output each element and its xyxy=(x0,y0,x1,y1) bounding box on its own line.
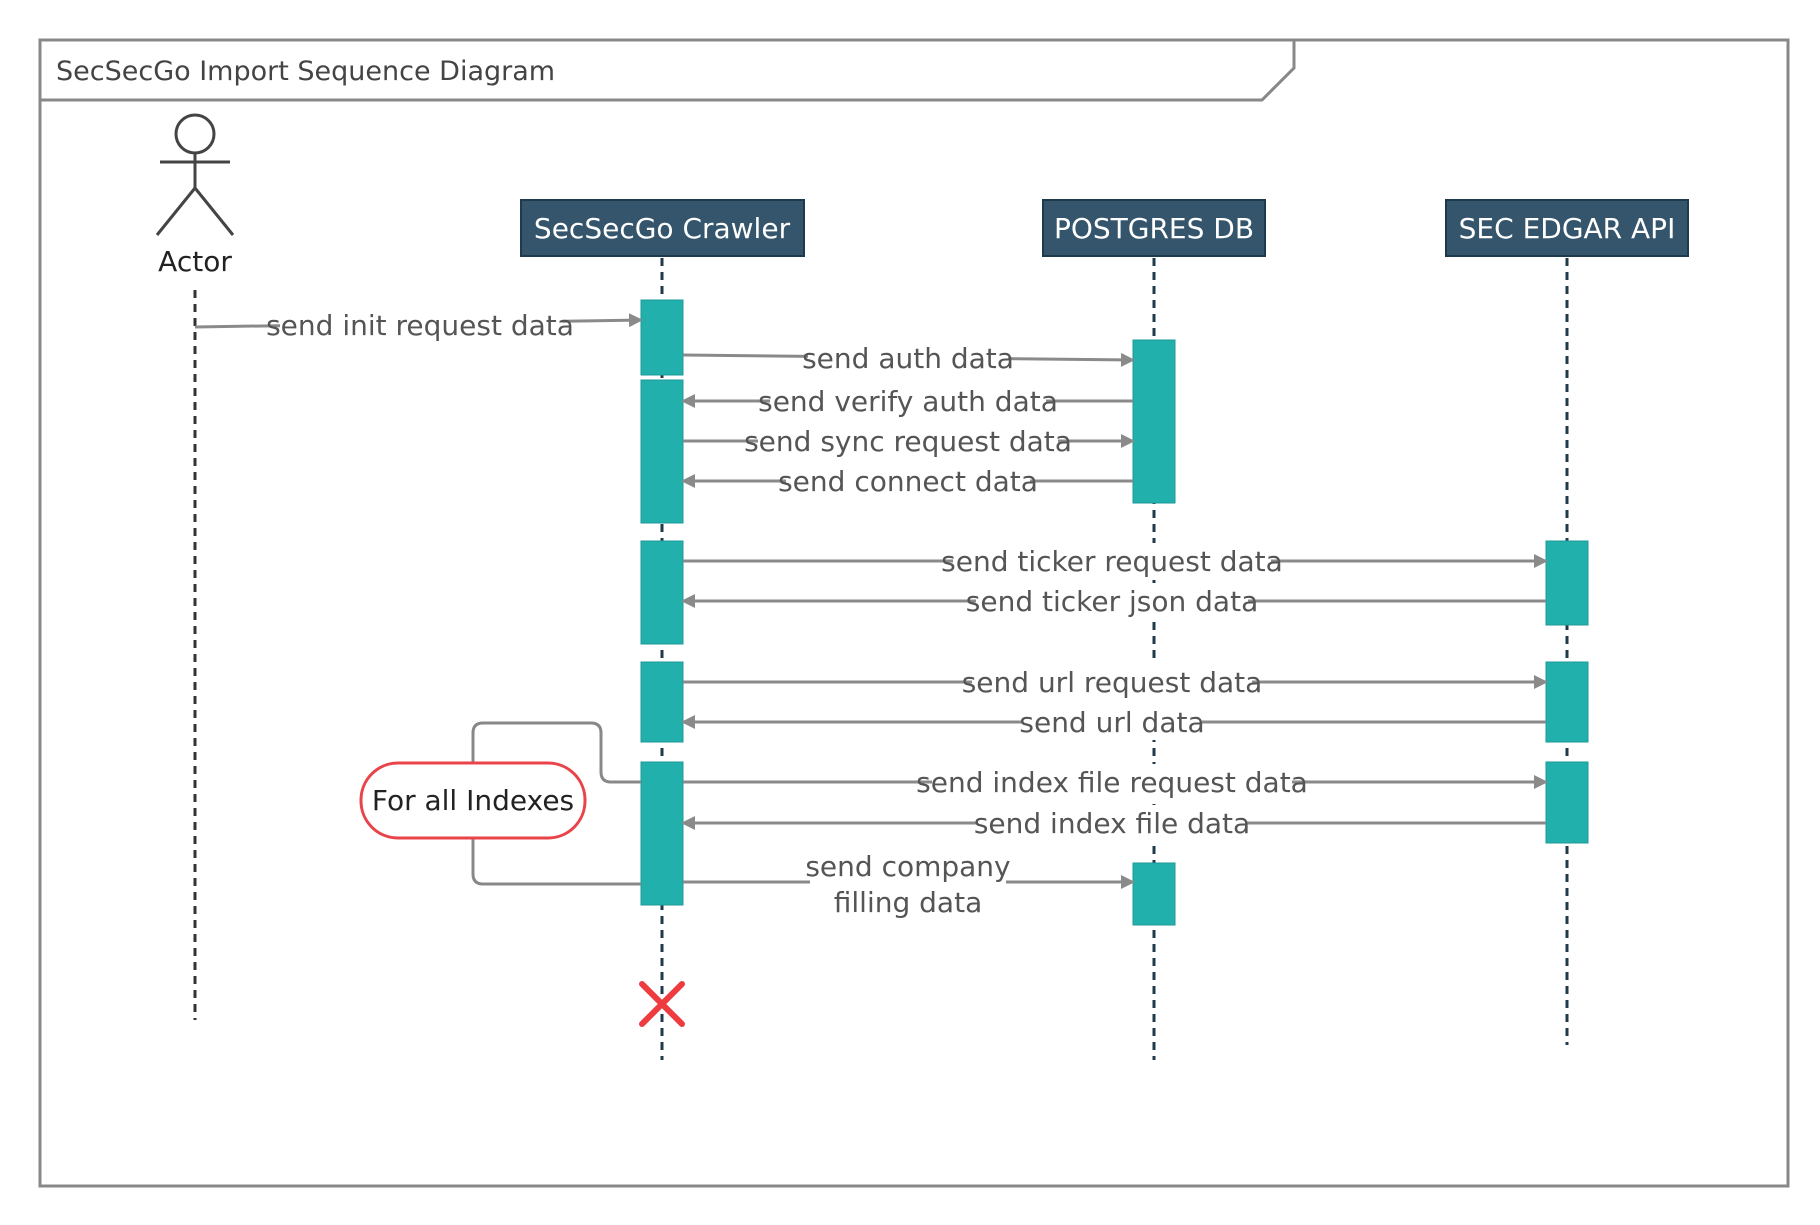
actor-label: Actor xyxy=(158,245,232,278)
crawler-activation-3 xyxy=(640,540,684,645)
crawler-activation-1 xyxy=(640,299,684,376)
msg-company-label-line1: send company xyxy=(805,850,1010,883)
loop-bracket-bottom xyxy=(471,838,641,886)
destroy-x-icon xyxy=(639,981,685,1027)
msg-ticker-request-bg xyxy=(953,543,1271,579)
msg-index-data-label: send index file data xyxy=(974,807,1250,840)
lifeline-header-edgar xyxy=(1445,199,1689,257)
postgres-activation-2 xyxy=(1132,862,1176,926)
edgar-activation-2 xyxy=(1545,661,1589,743)
loop-bracket xyxy=(471,721,641,784)
msg-verify-label: send verify auth data xyxy=(758,385,1058,418)
msg-init-bg xyxy=(280,305,562,341)
edgar-activation-1 xyxy=(1545,540,1589,626)
msg-company-label-line2: filling data xyxy=(834,886,982,919)
msg-url-request-bg xyxy=(972,664,1252,700)
loop-label: For all Indexes xyxy=(372,784,574,817)
crawler-activation-5 xyxy=(640,761,684,906)
msg-connect-bg xyxy=(786,463,1030,499)
msg-ticker-request-label: send ticker request data xyxy=(941,545,1283,578)
lifeline-header-postgres xyxy=(1042,199,1266,257)
crawler-activation-4 xyxy=(640,661,684,743)
msg-company-bg xyxy=(810,850,1006,922)
frame-title-tab xyxy=(40,40,1296,102)
postgres-activation-1 xyxy=(1132,339,1176,504)
actor-icon xyxy=(155,113,235,236)
msg-url-request-label: send url request data xyxy=(962,666,1263,699)
edgar-activation-3 xyxy=(1545,761,1589,844)
msg-sync-label: send sync request data xyxy=(744,425,1072,458)
msg-index-request-label: send index file request data xyxy=(916,766,1308,799)
msg-verify-bg xyxy=(770,383,1046,419)
msg-auth-label: send auth data xyxy=(802,342,1014,375)
lifeline-label-crawler: SecSecGo Crawler xyxy=(534,212,791,245)
frame-title: SecSecGo Import Sequence Diagram xyxy=(56,56,555,87)
msg-init-label: send init request data xyxy=(266,309,574,342)
msg-url-data-bg xyxy=(1022,704,1202,740)
msg-index-request-bg xyxy=(932,764,1292,800)
msg-ticker-json-label: send ticker json data xyxy=(966,585,1258,618)
msg-auth-bg xyxy=(808,340,1008,376)
msg-connect-label: send connect data xyxy=(778,465,1038,498)
msg-url-data-label: send url data xyxy=(1019,706,1204,739)
crawler-activation-2 xyxy=(640,379,684,524)
msg-index-data-bg xyxy=(978,805,1246,841)
lifeline-header-crawler xyxy=(520,199,805,257)
lifeline-label-postgres: POSTGRES DB xyxy=(1054,212,1254,245)
msg-sync-bg xyxy=(758,423,1058,459)
msg-ticker-json-bg xyxy=(976,583,1248,619)
lifeline-label-edgar: SEC EDGAR API xyxy=(1459,212,1676,245)
loop-label-box xyxy=(359,761,587,840)
